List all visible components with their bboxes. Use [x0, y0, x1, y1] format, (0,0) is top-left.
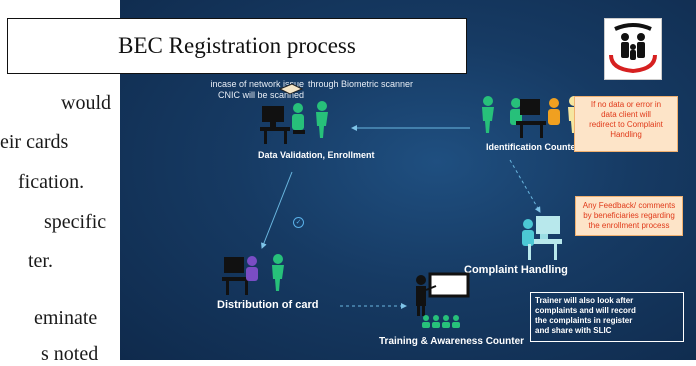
feedback-callout: Any Feedback/ comments by beneficiaries …: [575, 196, 683, 236]
family-hands-logo-icon: [609, 23, 657, 74]
complaint-label: Complaint Handling: [464, 264, 568, 276]
feedback-line-2: by beneficiaries regarding: [583, 211, 675, 220]
left-text-line-2: eir cards: [0, 131, 69, 153]
trainer-note-box: Trainer will also look after complaints …: [530, 292, 684, 342]
identification-station-icon: [482, 96, 580, 138]
network-note-line-2: CNIC will be scanned: [217, 90, 304, 100]
no-data-line-1: If no data or error in: [590, 100, 662, 109]
left-text-line-3: fication.: [18, 171, 85, 193]
data-validation-station-icon: [260, 101, 328, 144]
checkmark-icon: ✓: [293, 217, 304, 228]
no-data-line-3: redirect to Complaint: [589, 120, 663, 129]
left-text-line-1: would: [61, 92, 111, 114]
network-issue-note: incase of network issue CNIC will be sca…: [164, 79, 304, 101]
distribution-station-icon: [222, 254, 284, 295]
trainer-note-line-1: Trainer will also look after: [535, 296, 634, 305]
arrow-identification-to-complaint: [509, 159, 541, 213]
distribution-label: Distribution of card: [217, 299, 319, 311]
trainer-note-line-4: and share with SLIC: [535, 326, 612, 335]
left-text-line-4: specific: [44, 211, 107, 233]
training-station-icon: [416, 272, 470, 328]
training-label: Training & Awareness Counter: [379, 336, 525, 347]
scanner-icon: [278, 83, 304, 95]
left-text-line-5: ter.: [28, 250, 53, 272]
connector-lines: [261, 125, 541, 309]
arrow-validation-to-distribution: [261, 171, 293, 249]
feedback-line-3: the enrollment process: [588, 221, 670, 230]
trainer-note-line-3: the complaints in register: [535, 316, 633, 325]
trainer-note-line-2: complaints and will record: [535, 306, 636, 315]
no-data-line-2: data client will: [601, 110, 651, 119]
feedback-line-1: Any Feedback/ comments: [582, 201, 676, 210]
page-title: BEC Registration process: [7, 18, 467, 74]
identification-label: Identification Counter: [486, 142, 579, 152]
network-note-line-1: incase of network issue: [210, 79, 304, 89]
logo-box: [604, 18, 662, 80]
no-data-callout: If no data or error in data client will …: [574, 96, 678, 152]
left-text-line-6: eminate: [34, 307, 98, 329]
data-validation-label: Data Validation, Enrollment: [258, 150, 375, 160]
left-text-line-7: s noted: [41, 343, 99, 365]
no-data-line-4: Handling: [610, 130, 642, 139]
complaint-station-icon: [522, 216, 562, 260]
biometric-note: through Biometric scanner: [308, 79, 414, 89]
